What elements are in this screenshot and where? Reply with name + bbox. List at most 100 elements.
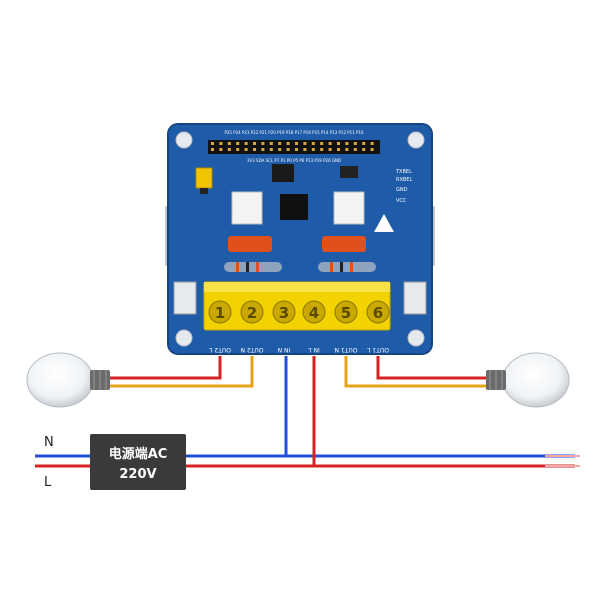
wire-label-l: L xyxy=(44,475,52,490)
pin-labels-bottom: 3V3 SDA SCL P7 P1 P0 P5 P6 P13 P19 P26 G… xyxy=(247,158,341,163)
terminal-number: 6 xyxy=(373,304,383,322)
gpio-pin xyxy=(211,142,214,145)
gpio-pin xyxy=(278,148,282,151)
gpio-pin xyxy=(353,148,357,151)
power-source-box: 电源端AC 220V xyxy=(90,434,186,490)
gpio-pin xyxy=(286,148,290,151)
board-label-txbel: TXBEL xyxy=(395,169,412,175)
bulb-right-glass xyxy=(502,352,570,408)
gpio-pin xyxy=(219,142,223,145)
gpio-pin xyxy=(269,142,273,145)
terminal-label: OUT1 N xyxy=(335,346,358,353)
gpio-pin xyxy=(303,142,307,145)
out1-n-wire xyxy=(344,356,488,388)
gpio-pin xyxy=(227,142,231,145)
mount-hole xyxy=(407,329,425,347)
terminal-label: OUT2 N xyxy=(241,346,264,353)
wire-label-n: N xyxy=(44,435,54,450)
optocoupler-right xyxy=(333,191,365,225)
terminal-number: 3 xyxy=(279,304,289,322)
terminal-label: IN L xyxy=(308,346,320,353)
gpio-pin xyxy=(303,148,307,151)
terminal-number: 4 xyxy=(309,304,319,322)
warning-icon xyxy=(374,214,394,232)
terminal-wires xyxy=(110,356,488,466)
chip-top xyxy=(272,164,294,182)
capacitor-right xyxy=(322,236,366,252)
power-source-voltage: 220V xyxy=(119,467,156,482)
gpio-pin xyxy=(278,142,282,145)
out1-l-wire xyxy=(376,356,488,380)
terminal-screw: 5 xyxy=(334,300,358,324)
gpio-pin xyxy=(353,142,357,145)
gpio-pin xyxy=(211,148,214,151)
terminal-number: 1 xyxy=(215,304,225,322)
mains-wires xyxy=(35,454,580,468)
board-label-rxbel: RXBEL xyxy=(396,177,412,183)
gpio-pin xyxy=(337,142,340,145)
gpio-pin xyxy=(328,142,332,145)
gpio-pin xyxy=(311,142,315,145)
terminal-label: OUT2 L xyxy=(208,346,231,353)
bulb-right xyxy=(486,352,570,408)
bulb-left-glass xyxy=(26,352,94,408)
relay-board: P25 P24 P23 P22 P21 P20 P19 P18 P17 P16 … xyxy=(167,123,433,355)
terminal-screw: 1 xyxy=(208,300,232,324)
board-label-vcc: VCC xyxy=(396,198,407,204)
bulb-left xyxy=(26,352,110,408)
gpio-pin xyxy=(295,148,298,151)
gpio-pin xyxy=(244,142,248,145)
resistor-left xyxy=(224,262,282,272)
gpio-pin xyxy=(261,148,265,151)
capacitor-left xyxy=(228,236,272,252)
gpio-pin xyxy=(345,148,349,151)
jumper xyxy=(195,167,213,189)
power-source-title: 电源端AC xyxy=(109,446,168,462)
terminal-screw: 6 xyxy=(366,300,390,324)
gpio-pin xyxy=(345,142,349,145)
gpio-pin xyxy=(227,148,231,151)
resistor-right xyxy=(318,262,376,272)
gpio-pin xyxy=(370,148,374,151)
terminal-label: IN N xyxy=(278,346,291,353)
fuse-left xyxy=(173,281,197,315)
gpio-pin xyxy=(286,142,290,145)
gpio-pin xyxy=(337,148,340,151)
center-ic xyxy=(280,194,308,220)
mount-hole xyxy=(175,329,193,347)
gpio-pin xyxy=(362,148,366,151)
gpio-pin xyxy=(219,148,223,151)
gpio-pin xyxy=(261,142,265,145)
gpio-pin xyxy=(362,142,366,145)
gpio-pin xyxy=(311,148,315,151)
fuse-right xyxy=(403,281,427,315)
terminal-label: OUT1 L xyxy=(366,346,389,353)
gpio-pin xyxy=(236,148,240,151)
gpio-pin xyxy=(253,148,256,151)
optocoupler-left xyxy=(231,191,263,225)
terminal-screw: 2 xyxy=(240,300,264,324)
terminal-screw: 4 xyxy=(302,300,326,324)
gpio-header xyxy=(208,140,380,154)
mount-hole xyxy=(407,131,425,149)
terminal-number: 2 xyxy=(247,304,257,322)
pin-labels-top: P25 P24 P23 P22 P21 P20 P19 P18 P17 P16 … xyxy=(224,130,364,135)
terminal-screw: 3 xyxy=(272,300,296,324)
board-label-gnd: GND xyxy=(396,187,408,193)
gpio-pin xyxy=(328,148,332,151)
chip-small-right xyxy=(340,166,358,178)
gpio-pin xyxy=(244,148,248,151)
gpio-pin xyxy=(295,142,298,145)
gpio-pin xyxy=(320,148,324,151)
mount-hole xyxy=(175,131,193,149)
gpio-pin xyxy=(253,142,256,145)
out2-n-wire xyxy=(110,356,254,388)
gpio-pin xyxy=(370,142,374,145)
gpio-pin xyxy=(320,142,324,145)
gpio-pin xyxy=(236,142,240,145)
out2-l-wire xyxy=(110,356,222,380)
gpio-pin xyxy=(269,148,273,151)
